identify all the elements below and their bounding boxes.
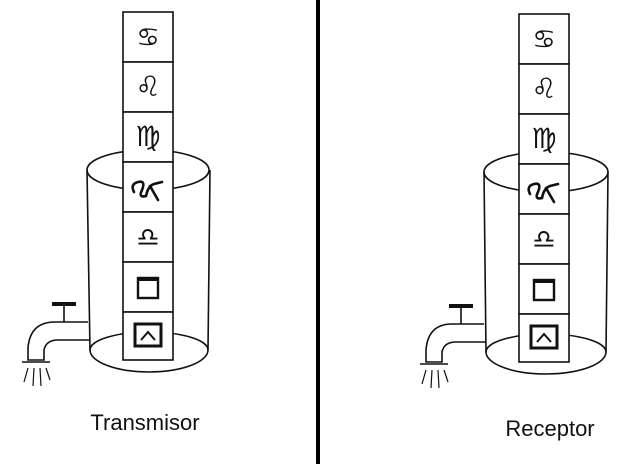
symbol-block: ♍ — [122, 111, 174, 163]
faucet-icon — [420, 304, 486, 389]
symbol-block: ♌ — [122, 61, 174, 113]
caret-box-symbol-icon — [133, 322, 163, 348]
virgo-symbol-icon: ♍ — [531, 122, 556, 155]
symbol-block — [518, 313, 570, 363]
symbol-block — [518, 263, 570, 315]
symbol-block — [122, 261, 174, 313]
libra-symbol-icon: ♎ — [136, 223, 159, 253]
symbol-block: ♌ — [518, 63, 570, 115]
libra-symbol-icon: ♎ — [532, 225, 555, 255]
caret-box-symbol-icon — [529, 324, 559, 350]
symbol-block — [518, 163, 570, 215]
leo-symbol-icon: ♌ — [135, 70, 160, 103]
cancer-symbol-icon: ♋ — [136, 23, 159, 53]
square-symbol-icon — [532, 278, 556, 302]
panel-right: ♋ ♌ ♍ ♎ — [420, 13, 609, 441]
symbol-block: ♋ — [122, 11, 174, 63]
scribble-symbol-icon — [131, 180, 164, 202]
symbol-block: ♎ — [518, 213, 570, 265]
transmitter-caption: Transmisor — [90, 410, 199, 435]
symbol-stack: ♋ ♌ ♍ ♎ — [122, 11, 174, 361]
receiver-caption: Receptor — [505, 416, 594, 441]
symbol-block: ♋ — [518, 13, 570, 65]
panel-left: ♋ ♌ ♍ ♎ — [22, 11, 211, 435]
symbol-block — [122, 161, 174, 213]
symbol-block — [122, 311, 174, 361]
square-symbol-icon — [136, 276, 160, 300]
symbol-block: ♍ — [518, 113, 570, 165]
scribble-symbol-icon — [527, 182, 560, 204]
virgo-symbol-icon: ♍ — [135, 120, 160, 153]
symbol-stack: ♋ ♌ ♍ ♎ — [518, 13, 570, 363]
faucet-icon — [22, 302, 90, 387]
symbol-block: ♎ — [122, 211, 174, 263]
cancer-symbol-icon: ♋ — [532, 25, 555, 55]
leo-symbol-icon: ♌ — [531, 72, 556, 105]
